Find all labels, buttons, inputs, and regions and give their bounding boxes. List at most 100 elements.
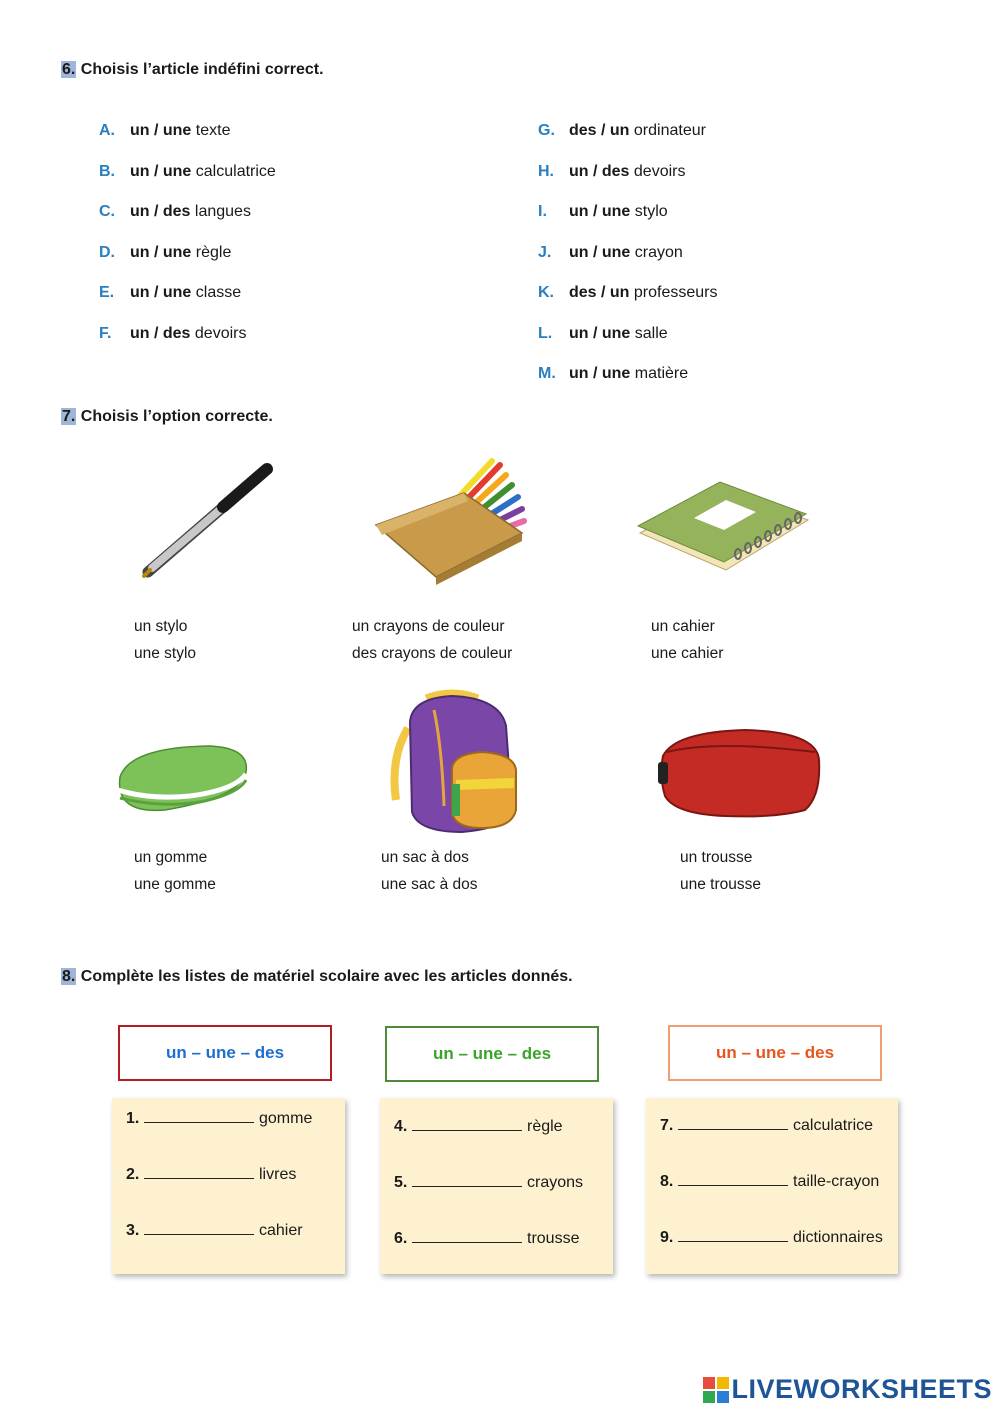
article-choice[interactable]: un / des	[130, 325, 191, 342]
option[interactable]: une sac à dos	[381, 876, 478, 893]
option[interactable]: un gomme	[134, 849, 208, 866]
item-number: 7.	[660, 1117, 674, 1134]
article-choice[interactable]: un / une	[569, 365, 631, 382]
fill-item-4: 4.règle	[394, 1116, 563, 1138]
fill-card-1: 1. gomme 2.livres 3. cahier	[112, 1098, 345, 1274]
item-word: calculatrice	[793, 1117, 874, 1134]
exercise-number: 7.	[61, 408, 77, 425]
article-choice[interactable]: des / un	[569, 122, 630, 139]
article-choice[interactable]: un / des	[130, 203, 191, 220]
article-box-3: un – une – des	[668, 1025, 882, 1081]
pencil-case-image	[658, 728, 821, 818]
answer-blank[interactable]	[412, 1228, 522, 1243]
answer-blank[interactable]	[144, 1108, 254, 1123]
exercise-7-title: 7. Choisis l’option correcte.	[61, 408, 273, 426]
noun: matière	[634, 365, 689, 382]
item-word: taille-crayon	[793, 1173, 880, 1190]
question-letter: K.	[538, 284, 554, 301]
question-letter: M.	[538, 365, 556, 382]
item-number: 1.	[126, 1110, 140, 1127]
option-group: un cahier une cahier	[651, 613, 723, 667]
article-choice[interactable]: un / une	[130, 244, 192, 261]
backpack-image	[390, 689, 517, 834]
answer-blank[interactable]	[678, 1171, 788, 1186]
fill-item-6: 6.trousse	[394, 1228, 579, 1250]
article-choice[interactable]: un / des	[569, 163, 630, 180]
noun: salle	[634, 325, 668, 342]
option[interactable]: une cahier	[651, 645, 724, 662]
option[interactable]: un crayons de couleur	[352, 618, 505, 635]
option[interactable]: une stylo	[134, 645, 197, 662]
question-letter: A.	[99, 122, 115, 139]
fill-card-3: 7. calculatrice 8. taille-crayon 9.diction…	[646, 1098, 898, 1274]
exercise-6-title: 6. Choisis l’article indéfini correct.	[61, 61, 324, 79]
answer-blank[interactable]	[678, 1115, 788, 1130]
noun: langues	[194, 203, 251, 220]
article-choice[interactable]: un / une	[569, 244, 631, 261]
fill-item-8: 8. taille-crayon	[660, 1171, 879, 1193]
answer-blank[interactable]	[412, 1116, 522, 1131]
exercise-instruction: Choisis l’option correcte.	[80, 408, 273, 425]
option[interactable]: un stylo	[134, 618, 188, 635]
item-number: 3.	[126, 1222, 140, 1239]
item-number: 2.	[126, 1166, 140, 1183]
noun: calculatrice	[195, 163, 276, 180]
item-number: 8.	[660, 1173, 674, 1190]
question-letter: L.	[538, 325, 553, 342]
article-choice[interactable]: des / un	[569, 284, 630, 301]
option-group: un trousse une trousse	[680, 844, 761, 898]
item-word: règle	[527, 1118, 563, 1135]
question-letter: H.	[538, 163, 554, 180]
article-box-1: un – une – des	[118, 1025, 332, 1081]
option[interactable]: une trousse	[680, 876, 761, 893]
exercise-number: 8.	[61, 968, 77, 985]
fill-item-2: 2.livres	[126, 1164, 296, 1186]
exercise-instruction: Choisis l’article indéfini correct.	[80, 61, 324, 78]
article-choice[interactable]: un / une	[130, 284, 192, 301]
question-letter: B.	[99, 163, 115, 180]
noun: classe	[195, 284, 242, 301]
fill-item-5: 5.crayons	[394, 1172, 583, 1194]
option[interactable]: un sac à dos	[381, 849, 469, 866]
option[interactable]: un trousse	[680, 849, 753, 866]
option[interactable]: une gomme	[134, 876, 216, 893]
fill-item-3: 3. cahier	[126, 1220, 303, 1242]
noun: stylo	[634, 203, 668, 220]
noun: règle	[195, 244, 232, 261]
colored-pencils-image	[374, 458, 527, 585]
article-choice[interactable]: un / une	[130, 163, 192, 180]
item-word: cahier	[259, 1222, 303, 1239]
answer-blank[interactable]	[144, 1220, 254, 1235]
option[interactable]: des crayons de couleur	[352, 645, 513, 662]
exercise-number: 6.	[61, 61, 77, 78]
fill-item-7: 7. calculatrice	[660, 1115, 873, 1137]
answer-blank[interactable]	[144, 1164, 254, 1179]
noun: ordinateur	[633, 122, 706, 139]
liveworksheets-logo-icon	[703, 1376, 730, 1403]
noun: devoirs	[194, 325, 247, 342]
liveworksheets-logo[interactable]: LIVEWORKSHEETS	[703, 1374, 992, 1405]
brand-name: LIVEWORKSHEETS	[731, 1374, 992, 1404]
pen-image	[142, 463, 273, 578]
option-group: un crayons de couleur des crayons de cou…	[352, 613, 512, 667]
option-group: un sac à dos une sac à dos	[381, 844, 478, 898]
noun: texte	[195, 122, 231, 139]
fill-card-2: 4.règle 5.crayons 6.trousse	[380, 1098, 613, 1274]
eraser-image	[117, 745, 249, 812]
article-choice[interactable]: un / une	[569, 325, 631, 342]
item-number: 5.	[394, 1174, 408, 1191]
answer-blank[interactable]	[412, 1172, 522, 1187]
question-letter: C.	[99, 203, 115, 220]
answer-blank[interactable]	[678, 1227, 788, 1242]
article-choice[interactable]: un / une	[569, 203, 631, 220]
noun: crayon	[634, 244, 683, 261]
item-word: gomme	[259, 1110, 313, 1127]
option[interactable]: un cahier	[651, 618, 715, 635]
question-letter: G.	[538, 122, 555, 139]
article-choice[interactable]: un / une	[130, 122, 192, 139]
question-letter: D.	[99, 244, 115, 261]
option-group: un stylo une stylo	[134, 613, 196, 667]
notebook-image	[636, 481, 810, 571]
fill-item-9: 9.dictionnaires	[660, 1227, 883, 1249]
item-number: 6.	[394, 1230, 408, 1247]
